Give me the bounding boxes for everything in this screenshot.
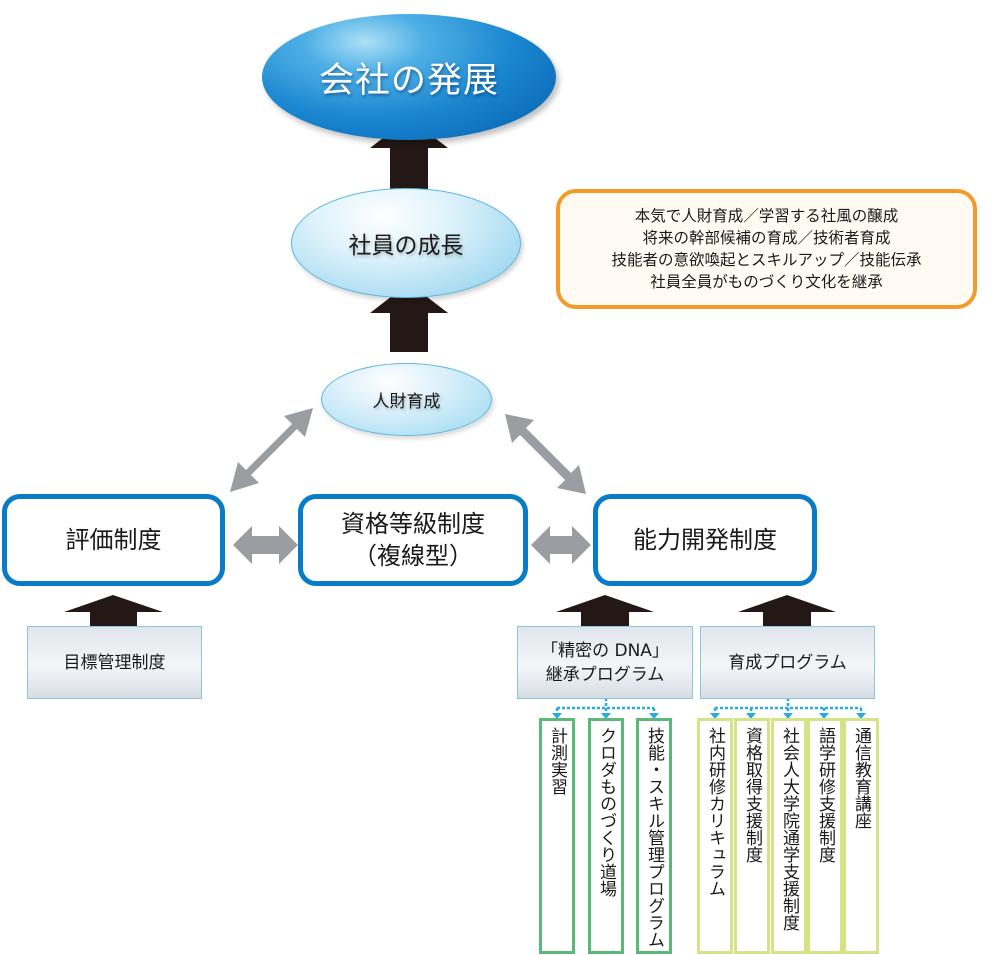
hr-development-ellipse: 人財育成	[321, 363, 492, 436]
capability-system-box: 能力開発制度	[593, 494, 817, 586]
dna-program-label: 「精密の DNA」	[541, 640, 669, 661]
goals-line: 将来の幹部候補の育成／技術者育成	[642, 229, 891, 247]
training-item-label: 通信教育講座	[851, 727, 871, 829]
connector-dna-arrowheads	[552, 713, 659, 719]
double-arrow-evaluation-qualification	[233, 526, 298, 564]
dna-item-box: 計測実習	[539, 718, 575, 954]
goals-line: 技能者の意欲喚起とスキルアップ／技能伝承	[611, 251, 922, 269]
up-arrow-hr-to-growth	[370, 283, 448, 352]
goals-box: 本気で人財育成／学習する社風の醸成 将来の幹部候補の育成／技術者育成 技能者の意…	[556, 189, 977, 309]
company-growth-ellipse: 会社の発展	[262, 14, 556, 140]
dna-item-box: 技能・スキル管理プログラム	[636, 718, 672, 954]
evaluation-system-box: 評価制度	[2, 494, 225, 586]
goals-line: 本気で人財育成／学習する社風の醸成	[634, 207, 899, 225]
up-arrow-training-to-capability	[738, 595, 836, 627]
double-arrow-qualification-capability	[531, 526, 591, 564]
dna-item-label: 技能・スキル管理プログラム	[644, 727, 664, 948]
double-arrow-capability-hr	[505, 414, 586, 494]
company-growth-label: 会社の発展	[318, 60, 499, 101]
evaluation-system-label: 評価制度	[65, 526, 162, 554]
training-item-label: 社内研修カリキュラム	[705, 727, 725, 897]
training-item-label: 資格取得支援制度	[742, 727, 762, 863]
qualification-system-box: 資格等級制度 （複線型）	[298, 494, 528, 586]
double-arrow-evaluation-hr	[230, 408, 313, 492]
goals-line: 社員全員がものづくり文化を継承	[650, 273, 883, 291]
training-program-box: 育成プログラム	[700, 626, 875, 699]
hr-development-label: 人財育成	[372, 392, 441, 412]
training-item-box: 社内研修カリキュラム	[697, 718, 733, 954]
training-item-box: 社会人大学院通学支援制度	[771, 718, 807, 954]
dna-program-sublabel: 継承プログラム	[545, 664, 665, 685]
dna-item-label: クロダものづくり道場	[596, 727, 616, 897]
up-arrow-objective-to-evaluation	[64, 595, 163, 627]
capability-system-label: 能力開発制度	[633, 526, 777, 554]
objective-management-label: 目標管理制度	[63, 652, 166, 673]
objective-management-box: 目標管理制度	[27, 626, 202, 699]
training-item-box: 通信教育講座	[843, 718, 879, 954]
dna-program-box: 「精密の DNA」 継承プログラム	[517, 626, 693, 699]
qualification-system-sublabel: （複線型）	[353, 542, 473, 570]
training-item-box: 資格取得支援制度	[734, 718, 770, 954]
employee-growth-ellipse: 社員の成長	[291, 188, 521, 298]
training-program-label: 育成プログラム	[728, 652, 847, 673]
qualification-system-label: 資格等級制度	[341, 510, 485, 538]
employee-growth-label: 社員の成長	[348, 233, 464, 259]
up-arrow-dna-to-capability	[556, 595, 654, 627]
dna-item-label: 計測実習	[547, 727, 567, 795]
training-item-box: 語学研修支援制度	[807, 718, 843, 954]
training-item-label: 語学研修支援制度	[815, 727, 835, 863]
training-item-label: 社会人大学院通学支援制度	[779, 727, 799, 931]
dna-item-box: クロダものづくり道場	[588, 718, 624, 954]
connector-training-arrowheads	[710, 713, 866, 719]
